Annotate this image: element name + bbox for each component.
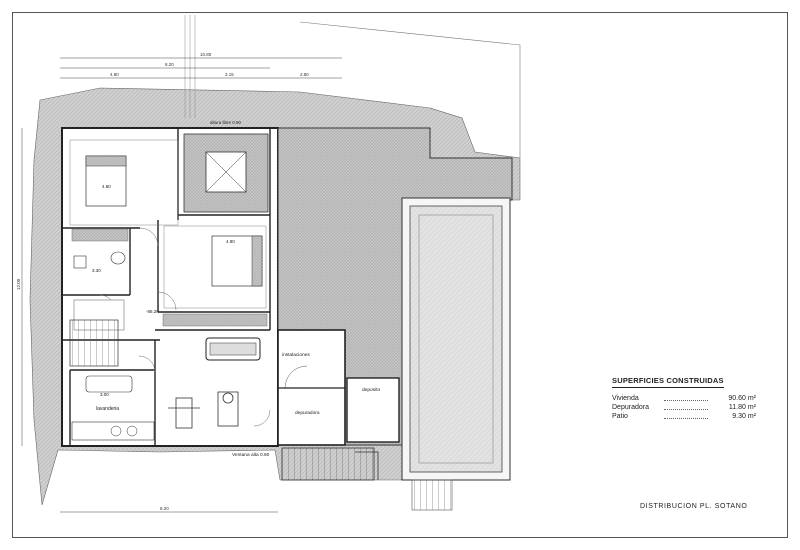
purifier-label: depuradora (295, 410, 320, 416)
legend-row: Vivienda 90.60 m² (612, 394, 762, 403)
legend-label: Depuradora (612, 404, 649, 411)
pool-water (409, 205, 503, 473)
dim-left-height: 12.00 (16, 278, 21, 290)
legend-value: 90.60 m² (728, 395, 756, 402)
laundry-label: lavanderia (96, 406, 119, 412)
legend-title: SUPERFICIES CONSTRUIDAS (612, 376, 724, 388)
dim-top-b3: 2.80 (300, 72, 309, 77)
surfaces-legend: SUPERFICIES CONSTRUIDAS Vivienda 90.60 m… (612, 370, 762, 421)
legend-value: 11.80 m² (728, 404, 756, 411)
dim-bottom: 8.20 (160, 506, 169, 511)
legend-value: 9.30 m² (732, 413, 756, 420)
window-bottom-note: Ventana alta 0.60 (232, 452, 270, 458)
legend-label: Patio (612, 413, 628, 420)
weight-machines (168, 391, 239, 429)
dim-top-a: 8.20 (165, 62, 174, 67)
interior-stair (69, 319, 119, 367)
dim-top-b1: 4.80 (110, 72, 119, 77)
lower-stairs (281, 447, 375, 481)
dim-total-top: 10.80 (200, 52, 212, 57)
legend-label: Vivienda (612, 395, 639, 402)
bedroom2-area: 4.80 (226, 239, 235, 244)
washbasin (73, 255, 87, 269)
legend-row: Depuradora 11.80 m² (612, 403, 762, 412)
toilet (110, 251, 126, 265)
bedroom1-area: 4.80 (102, 184, 111, 189)
dim-top-b2: 3.15 (225, 72, 234, 77)
bath-area: 3.30 (92, 268, 101, 273)
laundry-tub (85, 375, 133, 393)
window-top-note: altura libre 0.90 (210, 120, 242, 125)
level-mark: -88.20 (146, 309, 159, 314)
installations-label: instalaciones (282, 352, 310, 358)
laundry-area: 3.00 (100, 392, 109, 397)
tank-label: deposito (362, 387, 380, 393)
sheet-title: DISTRIBUCION PL. SOTANO (640, 503, 748, 510)
legend-row: Patio 9.30 m² (612, 412, 762, 421)
tank-room (346, 377, 400, 443)
